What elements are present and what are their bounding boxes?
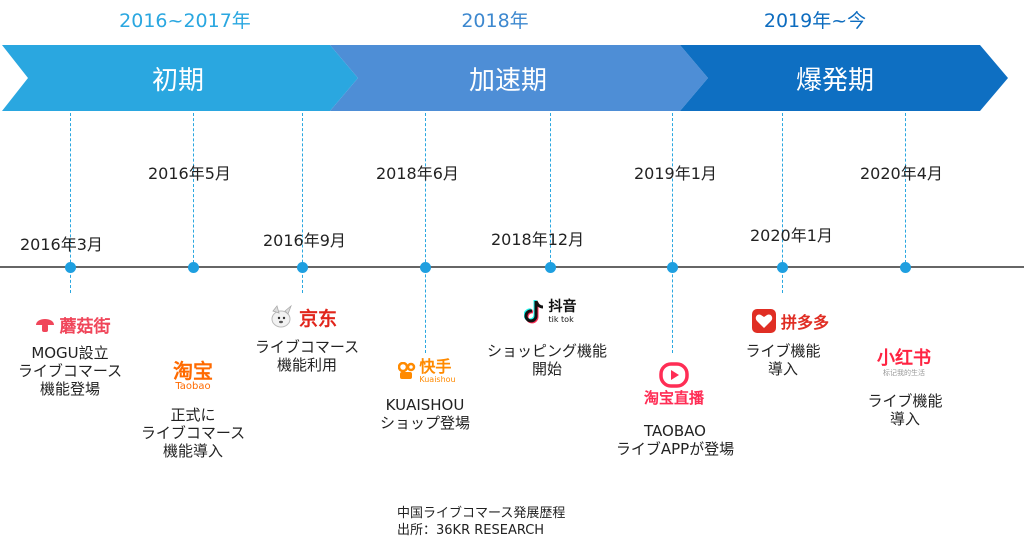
event-date-8: 2020年4月 [860,164,943,183]
event-dot-4 [420,262,431,273]
phase-explosion-label: 爆発期 [795,66,874,96]
event-date-6: 2019年1月 [634,164,717,183]
taobao-live-logo: 淘宝直播 [632,358,716,410]
mogu-mushroom-icon [35,319,54,332]
event-date-1: 2016年3月 [20,235,103,254]
event-desc-1: MOGU設立 ライブコマース 機能登場 [17,344,123,398]
kuaishou-camera-icon [398,362,416,379]
event-desc-8: ライブ機能 導入 [867,392,943,428]
taobao-logo: 淘宝 Taobao [173,359,213,392]
event-line-8 [905,113,906,263]
event-dot-2 [188,262,199,273]
event-dot-5 [545,262,556,273]
kuaishou-logo: 快手 Kuaishou [394,356,460,386]
timeline-axis [0,266,1024,268]
jd-dog-icon [271,304,292,328]
source-caption: 中国ライブコマース発展歴程 出所：36KR RESEARCH [397,505,565,539]
mogu-logo: 蘑菇街 [12,312,132,337]
event-desc-5: ショッピング機能 開始 [486,342,607,378]
chevron-explosion [680,45,1008,111]
xiaohongshu-logo: 小红书 标记我的生活 [877,347,931,377]
event-desc-4: KUAISHOU ショップ登場 [379,396,470,432]
pinduoduo-heart-icon [751,309,776,333]
event-line-2 [193,113,194,263]
event-date-3: 2016年9月 [263,231,346,250]
chevron-initial [2,45,358,111]
event-desc-3: ライブコマース 機能利用 [254,338,360,374]
event-date-4: 2018年6月 [376,164,459,183]
event-dot-8 [900,262,911,273]
event-line-7 [782,113,783,293]
event-dot-1 [65,262,76,273]
event-dot-3 [297,262,308,273]
phase-chevrons [2,45,1008,111]
caption-source: 出所：36KR RESEARCH [397,523,545,538]
period-2019-now: 2019年~今 [763,10,867,32]
phase-initial-label: 初期 [151,66,204,96]
pinduoduo-logo: 拼多多 [745,306,835,336]
event-date-7: 2020年1月 [750,226,833,245]
chevron-acceleration [330,45,708,111]
period-2018: 2018年 [461,10,529,32]
event-line-4 [425,113,426,353]
event-date-2: 2016年5月 [148,164,231,183]
caption-title: 中国ライブコマース発展歴程 [397,506,566,521]
taobao-live-play-icon [659,362,689,388]
event-desc-7: ライブ機能 導入 [745,342,821,378]
jd-logo: 京东 [252,302,352,332]
tiktok-note-icon [523,300,543,324]
event-dot-6 [667,262,678,273]
event-dot-7 [777,262,788,273]
event-line-5 [550,113,551,263]
period-2016-2017: 2016~2017年 [119,10,251,32]
event-line-3 [302,113,303,293]
phase-acceleration-label: 加速期 [468,66,547,96]
event-desc-2: 正式に ライブコマース 機能導入 [140,406,246,460]
event-line-6 [672,113,673,353]
tiktok-logo: 抖音 tik tok [510,296,590,328]
event-line-1 [70,113,71,293]
event-desc-6: TAOBAO ライブAPPが登場 [615,422,735,458]
event-date-5: 2018年12月 [491,230,585,249]
